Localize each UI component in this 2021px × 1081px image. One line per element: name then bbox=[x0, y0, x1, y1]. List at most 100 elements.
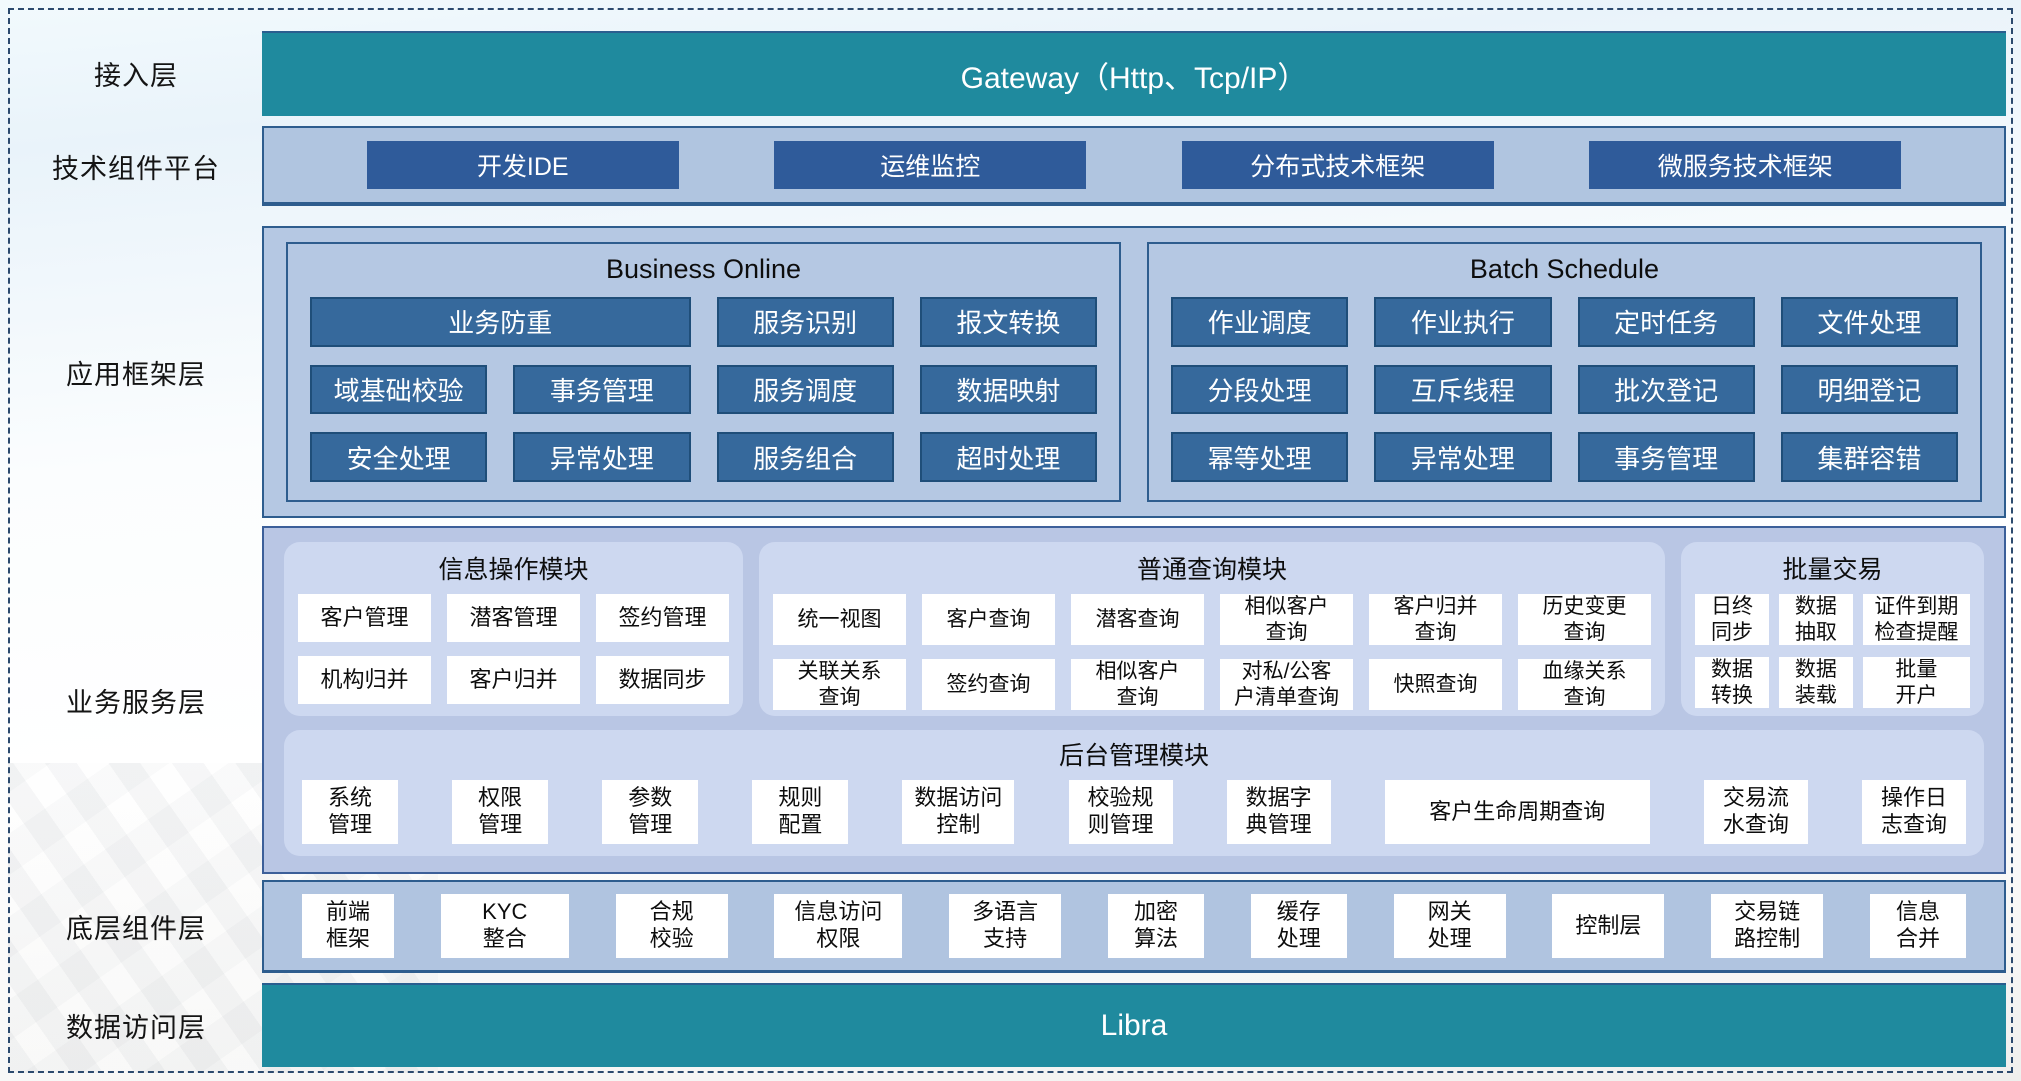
framework-block: 域基础校验 bbox=[310, 364, 488, 415]
base-component-card: 多语言 支持 bbox=[949, 894, 1062, 958]
base-component-card: 合规 校验 bbox=[615, 894, 728, 958]
base-component-card: KYC 整合 bbox=[440, 894, 569, 958]
service-card: 签约管理 bbox=[596, 594, 729, 642]
framework-block: 明细登记 bbox=[1780, 364, 1958, 415]
app-framework-band: Business Online 业务防重服务识别报文转换域基础校验事务管理服务调… bbox=[262, 226, 2006, 518]
service-card: 关联关系 查询 bbox=[773, 659, 906, 711]
batch-schedule-panel: Batch Schedule 作业调度作业执行定时任务文件处理分段处理互斥线程批… bbox=[1147, 242, 1982, 502]
business-online-grid: 业务防重服务识别报文转换域基础校验事务管理服务调度数据映射安全处理异常处理服务组… bbox=[310, 297, 1097, 482]
framework-block: 业务防重 bbox=[310, 297, 691, 347]
framework-block: 安全处理 bbox=[310, 432, 488, 482]
framework-block: 批次登记 bbox=[1577, 364, 1755, 415]
service-card: 潜客查询 bbox=[1071, 594, 1204, 646]
common-query-grid: 统一视图客户查询潜客查询相似客户 查询客户归并 查询历史变更 查询关联关系 查询… bbox=[773, 594, 1651, 711]
info-operation-module: 信息操作模块 客户管理潜客管理签约管理机构归并客户归并数据同步 bbox=[284, 542, 743, 716]
batch-schedule-title: Batch Schedule bbox=[1469, 254, 1660, 284]
framework-block: 报文转换 bbox=[919, 297, 1097, 347]
business-online-title: Business Online bbox=[605, 254, 802, 284]
service-card: 交易流 水查询 bbox=[1703, 780, 1808, 844]
diagram-frame: 接入层 Gateway（Http、Tcp/IP） 技术组件平台 开发IDE 运维监… bbox=[8, 8, 2013, 1073]
service-card: 客户归并 查询 bbox=[1369, 594, 1502, 646]
tech-platform-row: 技术组件平台 开发IDE 运维监控 分布式技术框架 微服务技术框架 bbox=[10, 126, 2011, 206]
info-operation-title: 信息操作模块 bbox=[438, 556, 589, 584]
service-card: 潜客管理 bbox=[447, 594, 580, 642]
batch-schedule-grid: 作业调度作业执行定时任务文件处理分段处理互斥线程批次登记明细登记幂等处理异常处理… bbox=[1171, 297, 1958, 482]
base-component-row: 底层组件层 前端 框架 KYC 整合合规 校验信息访问 权限多语言 支持加密 算法… bbox=[10, 880, 2011, 973]
service-card: 数据 转换 bbox=[1695, 657, 1769, 709]
admin-module-cards: 系统 管理权限 管理参数 管理规则 配置数据访问 控制校验规 则管理数据字 典管… bbox=[302, 780, 1966, 844]
service-modules: 信息操作模块 客户管理潜客管理签约管理机构归并客户归并数据同步 普通查询模块 统… bbox=[284, 542, 1984, 716]
framework-block: 异常处理 bbox=[1374, 432, 1552, 482]
tech-platform-button: 分布式技术框架 bbox=[1181, 141, 1494, 189]
access-layer-row: 接入层 Gateway（Http、Tcp/IP） bbox=[10, 31, 2011, 116]
base-component-band: 前端 框架 KYC 整合合规 校验信息访问 权限多语言 支持加密 算法缓存 处理网… bbox=[262, 880, 2006, 973]
business-service-band: 信息操作模块 客户管理潜客管理签约管理机构归并客户归并数据同步 普通查询模块 统… bbox=[262, 526, 2006, 874]
service-card: 对私/公客 户清单查询 bbox=[1220, 659, 1353, 711]
common-query-title: 普通查询模块 bbox=[1136, 556, 1287, 584]
base-component-card: 前端 框架 bbox=[302, 894, 394, 958]
framework-block: 作业执行 bbox=[1374, 297, 1552, 347]
layer-label-access: 接入层 bbox=[94, 61, 178, 91]
service-card: 血缘关系 查询 bbox=[1518, 659, 1651, 711]
framework-block: 定时任务 bbox=[1577, 297, 1755, 347]
service-card: 数据 抽取 bbox=[1778, 594, 1853, 646]
service-card: 数据同步 bbox=[596, 656, 729, 704]
common-query-module: 普通查询模块 统一视图客户查询潜客查询相似客户 查询客户归并 查询历史变更 查询… bbox=[759, 542, 1665, 716]
tech-platform-button: 微服务技术框架 bbox=[1589, 141, 1902, 189]
framework-block: 事务管理 bbox=[1577, 432, 1755, 482]
tech-platform-band: 开发IDE 运维监控 分布式技术框架 微服务技术框架 bbox=[262, 126, 2006, 206]
service-card: 快照查询 bbox=[1369, 659, 1502, 711]
business-online-panel: Business Online 业务防重服务识别报文转换域基础校验事务管理服务调… bbox=[286, 242, 1121, 502]
framework-block: 集群容错 bbox=[1780, 432, 1958, 482]
service-card: 相似客户 查询 bbox=[1220, 594, 1353, 646]
base-component-card: 网关 处理 bbox=[1393, 894, 1506, 958]
gateway-bar: Gateway（Http、Tcp/IP） bbox=[262, 31, 2006, 116]
base-component-card: 缓存 处理 bbox=[1250, 894, 1347, 958]
layer-label-data-access: 数据访问层 bbox=[66, 1012, 206, 1043]
service-card: 相似客户 查询 bbox=[1071, 659, 1204, 711]
layer-label-business-service: 业务服务层 bbox=[66, 687, 206, 718]
service-card: 客户生命周期查询 bbox=[1384, 780, 1650, 844]
service-card: 系统 管理 bbox=[302, 780, 398, 844]
info-operation-grid: 客户管理潜客管理签约管理机构归并客户归并数据同步 bbox=[298, 594, 729, 704]
service-card: 校验规 则管理 bbox=[1068, 780, 1173, 844]
service-card: 数据访问 控制 bbox=[902, 780, 1015, 844]
layer-label-app-framework: 应用框架层 bbox=[66, 359, 206, 390]
tech-platform-button: 运维监控 bbox=[774, 141, 1087, 189]
libra-bar: Libra bbox=[262, 983, 2006, 1067]
base-component-card: 控制层 bbox=[1552, 894, 1665, 958]
framework-block: 分段处理 bbox=[1171, 364, 1349, 415]
admin-module: 后台管理模块 系统 管理权限 管理参数 管理规则 配置数据访问 控制校验规 则管… bbox=[284, 730, 1984, 856]
framework-block: 服务识别 bbox=[716, 297, 894, 347]
base-component-card: 加密 算法 bbox=[1107, 894, 1204, 958]
service-card: 操作日 志查询 bbox=[1861, 780, 1966, 844]
service-card: 证件到期 检查提醒 bbox=[1862, 594, 1970, 646]
data-access-row: 数据访问层 Libra bbox=[10, 983, 2011, 1067]
service-card: 统一视图 bbox=[773, 594, 906, 646]
layer-label-tech-platform: 技术组件平台 bbox=[52, 153, 220, 184]
app-framework-row: 应用框架层 Business Online 业务防重服务识别报文转换域基础校验事… bbox=[10, 226, 2011, 518]
service-card: 签约查询 bbox=[922, 659, 1055, 711]
framework-block: 数据映射 bbox=[919, 364, 1097, 415]
admin-module-title: 后台管理模块 bbox=[1058, 742, 1209, 770]
service-card: 参数 管理 bbox=[602, 780, 699, 844]
framework-block: 事务管理 bbox=[513, 364, 691, 415]
base-component-card: 信息访问 权限 bbox=[774, 894, 903, 958]
base-component-card: 信息 合并 bbox=[1869, 894, 1966, 958]
service-card: 规则 配置 bbox=[752, 780, 849, 844]
service-card: 机构归并 bbox=[298, 656, 431, 704]
service-card: 数据 装载 bbox=[1778, 657, 1853, 709]
layer-label-base-component: 底层组件层 bbox=[66, 914, 206, 944]
service-card: 权限 管理 bbox=[452, 780, 549, 844]
business-service-row: 业务服务层 信息操作模块 客户管理潜客管理签约管理机构归并客户归并数据同步 普通… bbox=[10, 526, 2011, 874]
framework-block: 异常处理 bbox=[513, 432, 691, 482]
framework-block: 幂等处理 bbox=[1171, 432, 1349, 482]
service-card: 日终 同步 bbox=[1695, 594, 1769, 646]
tech-platform-button: 开发IDE bbox=[366, 141, 679, 189]
framework-block: 互斥线程 bbox=[1374, 364, 1552, 415]
batch-trade-title: 批量交易 bbox=[1782, 556, 1883, 584]
service-card: 历史变更 查询 bbox=[1518, 594, 1651, 646]
service-card: 客户查询 bbox=[922, 594, 1055, 646]
service-card: 客户管理 bbox=[298, 594, 431, 642]
